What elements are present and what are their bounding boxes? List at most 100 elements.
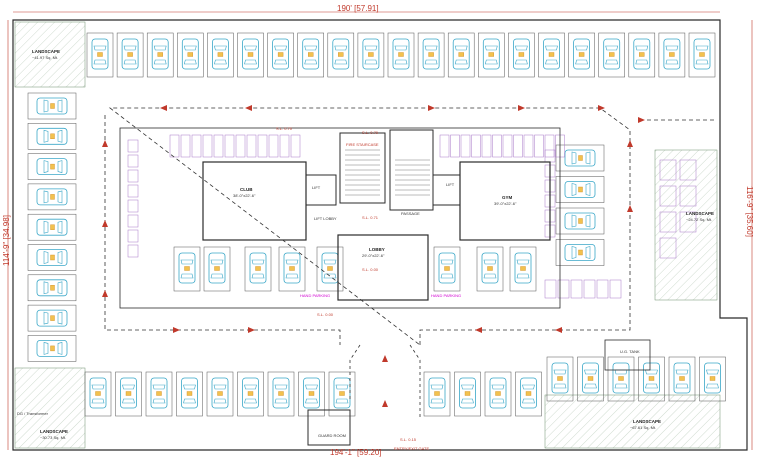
two-wheeler-bay [127, 139, 139, 153]
two-wheeler-bay [502, 134, 513, 158]
two-wheeler-bay [481, 134, 492, 158]
parking-stall [27, 183, 77, 211]
entry-curve [349, 344, 421, 420]
two-wheeler-bay [127, 244, 139, 258]
parking-stall [27, 153, 77, 180]
parking-stall [177, 32, 204, 78]
parking-stall [267, 32, 294, 78]
landscape-zone [544, 394, 721, 449]
car-icon [332, 38, 350, 70]
car-icon [181, 377, 198, 409]
two-wheeler-bay [127, 214, 139, 228]
parking-stall [478, 32, 505, 78]
landscape-zone [14, 367, 86, 449]
two-wheeler-bay [492, 134, 502, 158]
car-icon [36, 97, 68, 115]
two-wheeler-bay [169, 134, 180, 158]
car-icon [564, 244, 596, 261]
parking-stall [86, 32, 114, 78]
ug-tank-label: U.G. TANK [620, 349, 640, 354]
lift-left-label: LIFT [312, 185, 321, 190]
two-wheeler-bay [544, 149, 556, 163]
car-icon [704, 362, 721, 394]
landscape-top-left-label: LANDSCAPE [32, 49, 61, 54]
lobby-label: LOBBY [369, 247, 385, 252]
clubhouse-size: 38'-0"x22'-6" [233, 193, 256, 198]
clubhouse-label: CLUB [240, 187, 253, 192]
lift-right-label: LIFT [446, 182, 455, 187]
parking-stall [27, 304, 77, 332]
car-icon [121, 38, 139, 70]
parking-stall [298, 371, 325, 417]
landscape-bottom-right-label: LANDSCAPE [633, 419, 662, 424]
arrow-icon [598, 105, 605, 111]
car-icon [272, 377, 290, 409]
building-footprint [119, 127, 561, 309]
parking-stall [538, 32, 565, 78]
parking-stall [115, 371, 142, 417]
two-wheeler-bay [191, 134, 202, 158]
car-icon [514, 252, 532, 284]
parking-stall [237, 371, 264, 417]
car-icon [481, 252, 499, 284]
parking-stall [267, 371, 295, 417]
two-wheeler-bay [439, 134, 450, 158]
landscape-bottom-left-area: ~30.73 Sq. Mt. [40, 435, 67, 440]
car-icon [633, 38, 651, 70]
two-wheeler-bay [659, 211, 677, 233]
level-left-road: S.L. 0.00 [317, 312, 334, 317]
car-icon [272, 38, 290, 70]
car-icon [36, 309, 68, 327]
arrow-icon [555, 327, 562, 333]
two-wheeler-bay [659, 159, 677, 181]
guard-room-label: GUARD ROOM [318, 433, 346, 438]
parking-stall [515, 371, 542, 417]
gym-label: GYM [502, 195, 513, 200]
parking-stall [27, 274, 77, 302]
site-boundary [12, 19, 748, 451]
car-icon [564, 212, 596, 230]
two-wheeler-bay [460, 134, 471, 158]
parking-stall [357, 32, 385, 78]
car-icon [36, 127, 68, 145]
dimension-top: 190' [57.91] [337, 4, 379, 13]
car-icon [120, 377, 137, 409]
lift-left [305, 174, 337, 206]
two-wheeler-bay [679, 159, 697, 181]
two-wheeler-bay [534, 134, 544, 158]
two-wheeler-bay [127, 229, 139, 243]
two-wheeler-bay [127, 169, 139, 183]
parking-stall [327, 32, 355, 78]
arrow-icon [475, 327, 482, 333]
dimension-right: 116'-9" [35.60] [745, 186, 754, 237]
lift-right [432, 174, 461, 206]
arrow-icon [627, 140, 633, 147]
arrow-icon [382, 400, 388, 407]
two-wheeler-bay [544, 279, 557, 299]
landscape-bottom-right-area: ~67.61 Sq. Mt. [630, 425, 657, 430]
arrow-icon [638, 117, 645, 123]
car-icon [151, 38, 169, 70]
car-icon [321, 252, 339, 284]
level-gate: S.L. 0.15 [400, 437, 417, 442]
two-wheeler-bay [471, 134, 481, 158]
parking-stall [447, 32, 475, 78]
parking-stall [84, 371, 112, 417]
parking-stall [433, 246, 461, 292]
landscape-right-area: ~24.72 Sq. Mt. [686, 217, 713, 222]
car-icon [150, 377, 168, 409]
dg-transformer-label: DG / Transformer [17, 411, 48, 416]
car-icon [36, 279, 68, 297]
car-icon [249, 252, 267, 284]
car-icon [643, 362, 660, 394]
two-wheeler-bay [202, 134, 213, 158]
two-wheeler-bay [596, 279, 609, 299]
parking-stall [555, 176, 605, 203]
parking-stall [638, 356, 665, 402]
two-wheeler-bay [127, 199, 139, 213]
car-icon [242, 38, 259, 70]
level-low: S.L. 0.00 [362, 267, 379, 272]
parking-stall [598, 32, 625, 78]
car-icon [693, 38, 711, 70]
landscape-top-left-area: ~41.97 Sq. Mt. [32, 55, 59, 60]
